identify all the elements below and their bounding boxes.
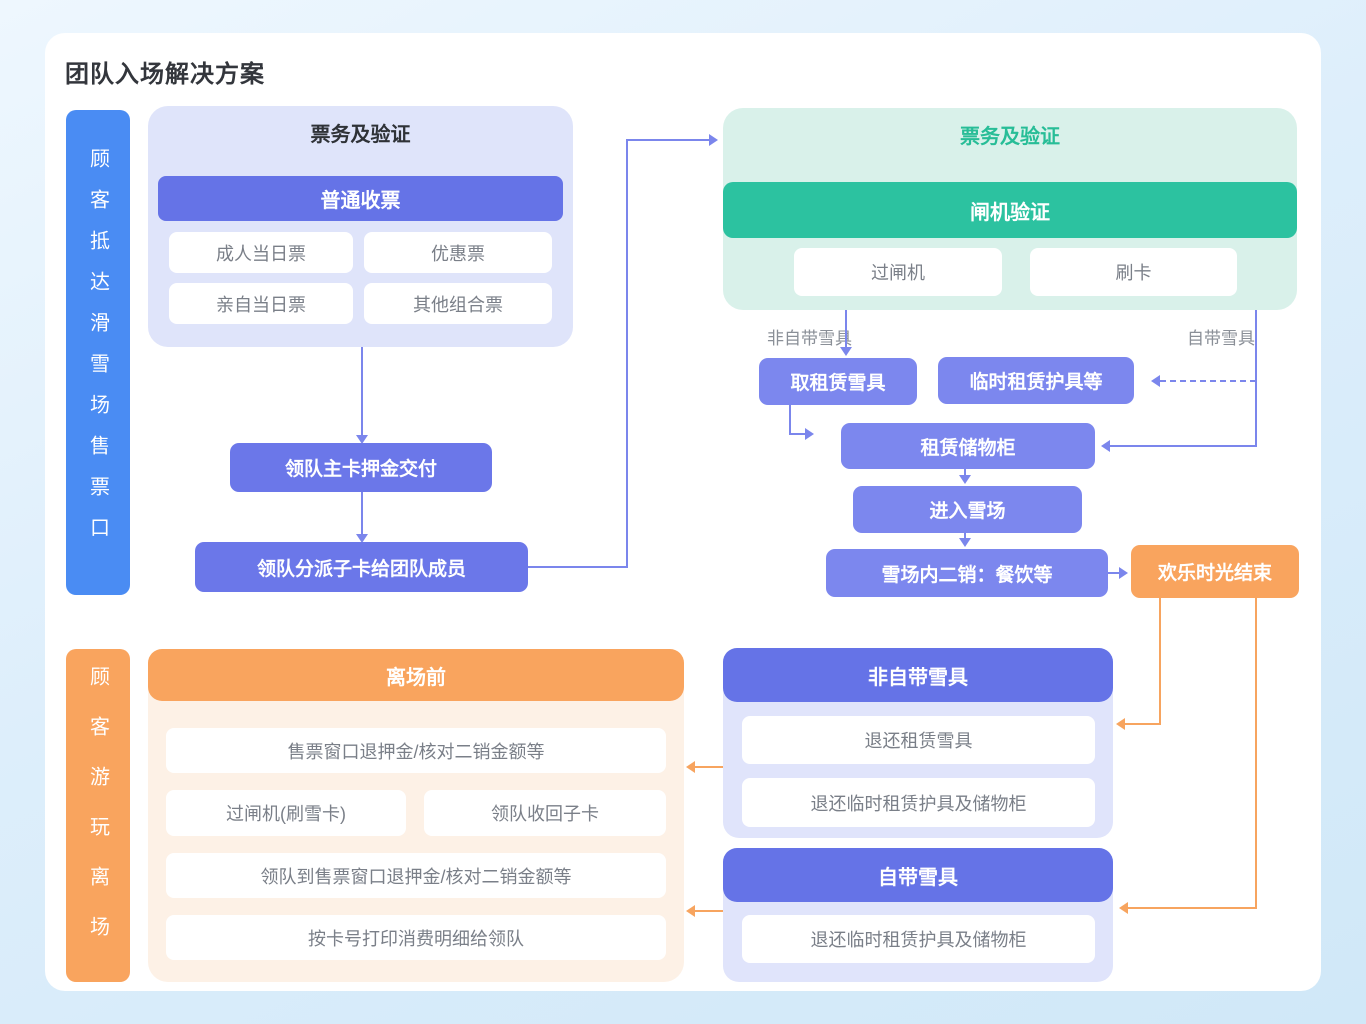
connector-end-to-return1-v xyxy=(1159,598,1161,724)
arrow-locker-to-enter-line xyxy=(964,469,966,476)
connector-end-to-return2-h xyxy=(1128,907,1257,909)
panel-before-departure: 离场前 售票窗口退押金/核对二销金额等 过闸机(刷雪卡) 领队收回子卡 领队到售… xyxy=(148,649,684,982)
connector-assign-to-gate-seg1 xyxy=(528,566,628,568)
node-take-rental-gear: 取租赁雪具 xyxy=(759,358,917,405)
ticket-personal-day: 亲自当日票 xyxy=(169,283,353,324)
departure-item-refund-deposit: 售票窗口退押金/核对二销金额等 xyxy=(166,728,666,773)
panel-ticketing-sales: 票务及验证 普通收票 成人当日票 优惠票 亲自当日票 其他组合票 xyxy=(148,106,573,347)
page-title: 团队入场解决方案 xyxy=(65,61,265,88)
arrow-sales-to-end-head xyxy=(1119,567,1128,579)
sidebar-customer-departure: 顾客游玩离场 xyxy=(66,649,130,982)
departure-item-leader-refund: 领队到售票窗口退押金/核对二销金额等 xyxy=(166,853,666,898)
return-item-protect-locker-2: 退还临时租赁护具及储物柜 xyxy=(742,915,1095,963)
panel-return-own-gear: 自带雪具 退还临时租赁护具及储物柜 xyxy=(723,848,1113,982)
header-normal-tickets: 普通收票 xyxy=(158,176,563,221)
connector-own-gear-horizontal xyxy=(1110,445,1257,447)
panel-gate-verification-title: 票务及验证 xyxy=(960,125,1060,148)
connector-assign-to-gate-seg2 xyxy=(626,139,628,568)
connector-end-to-return1-h xyxy=(1125,723,1161,725)
gate-option-pass-gate: 过闸机 xyxy=(794,248,1002,296)
ticket-adult-day: 成人当日票 xyxy=(169,232,353,273)
arrow-enter-to-sales-line xyxy=(964,533,966,539)
panel-ticketing-sales-title: 票务及验证 xyxy=(310,123,411,146)
connector-return2-to-departure-line xyxy=(695,910,725,912)
connector-assign-to-gate-seg3 xyxy=(626,139,710,141)
arrow-ticketing-to-deposit-line xyxy=(361,347,363,436)
departure-item-print-details: 按卡号打印消费明细给领队 xyxy=(166,915,666,960)
arrow-ticketing-to-deposit-head xyxy=(356,435,368,444)
connector-own-gear-vertical xyxy=(1255,310,1257,447)
header-return-own-gear: 自带雪具 xyxy=(723,848,1113,902)
arrow-deposit-to-assign-line xyxy=(361,492,363,535)
header-gate-check: 闸机验证 xyxy=(723,182,1297,238)
elbow-rental-to-locker-v xyxy=(789,405,791,435)
return-item-rental-gear: 退还租赁雪具 xyxy=(742,716,1095,764)
sidebar-customer-departure-label: 顾客游玩离场 xyxy=(86,665,109,966)
node-temp-rental-protect: 临时租赁护具等 xyxy=(938,357,1134,404)
connector-return2-to-departure-head xyxy=(686,905,695,917)
arrow-gate-to-rental-head xyxy=(840,347,852,356)
label-own-gear: 自带雪具 xyxy=(1187,329,1255,348)
arrow-deposit-to-assign-head xyxy=(356,534,368,543)
node-enter-resort: 进入雪场 xyxy=(853,486,1082,533)
connector-end-to-return1-head xyxy=(1116,718,1125,730)
ticket-other-combo: 其他组合票 xyxy=(364,283,552,324)
departure-item-collect-subcards: 领队收回子卡 xyxy=(424,790,666,836)
connector-dashed-temp-protect xyxy=(1160,380,1256,382)
arrow-locker-to-enter-head xyxy=(959,475,971,484)
return-item-protect-locker-1: 退还临时租赁护具及储物柜 xyxy=(742,778,1095,827)
label-not-own-gear: 非自带雪具 xyxy=(767,329,852,348)
arrow-sales-to-end-line xyxy=(1108,572,1120,574)
connector-return1-to-departure-line xyxy=(695,766,725,768)
elbow-rental-to-locker-h xyxy=(789,433,806,435)
arrow-enter-to-sales-head xyxy=(959,538,971,547)
connector-end-to-return2-v xyxy=(1255,598,1257,908)
connector-assign-to-gate-head xyxy=(709,134,718,146)
ticket-discount: 优惠票 xyxy=(364,232,552,273)
connector-end-to-return2-head xyxy=(1119,902,1128,914)
node-rent-locker: 租赁储物柜 xyxy=(841,423,1095,469)
header-before-departure: 离场前 xyxy=(148,649,684,701)
node-happy-time-end: 欢乐时光结束 xyxy=(1131,545,1299,598)
elbow-rental-to-locker-head xyxy=(805,428,814,440)
gate-option-swipe-card: 刷卡 xyxy=(1030,248,1237,296)
arrow-gate-to-rental-line xyxy=(845,310,847,348)
panel-return-not-own-gear: 非自带雪具 退还租赁雪具 退还临时租赁护具及储物柜 xyxy=(723,648,1113,838)
connector-dashed-temp-protect-head xyxy=(1151,375,1160,387)
departure-item-pass-gate: 过闸机(刷雪卡) xyxy=(166,790,406,836)
panel-gate-verification: 票务及验证 闸机验证 过闸机 刷卡 xyxy=(723,108,1297,310)
header-return-not-own-gear: 非自带雪具 xyxy=(723,648,1113,702)
node-leader-assign-cards: 领队分派子卡给团队成员 xyxy=(195,542,528,592)
sidebar-customer-arrival: 顾客抵达滑雪场售票口 xyxy=(66,110,130,595)
connector-own-gear-head xyxy=(1101,440,1110,452)
node-leader-deposit: 领队主卡押金交付 xyxy=(230,443,492,492)
sidebar-customer-arrival-label: 顾客抵达滑雪场售票口 xyxy=(86,147,109,558)
node-secondary-sales: 雪场内二销：餐饮等 xyxy=(826,549,1108,597)
connector-return1-to-departure-head xyxy=(686,761,695,773)
